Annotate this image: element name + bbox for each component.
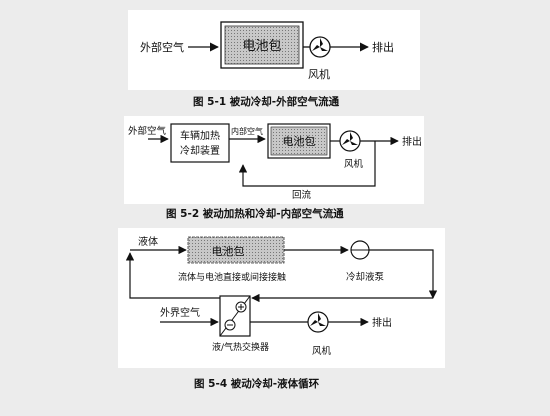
fig2-output-label: 排出 bbox=[402, 135, 422, 148]
fig1-output-label: 排出 bbox=[372, 40, 394, 54]
fig3-fan-label: 风机 bbox=[312, 345, 332, 357]
fig2-return-arrow bbox=[238, 141, 376, 187]
fig3-heat-exchanger bbox=[219, 295, 251, 337]
fig3-caption: 图 5-4 被动冷却-液体循环 bbox=[194, 377, 320, 390]
fig1-battery-pack: 电池包 bbox=[220, 21, 304, 69]
fig2-return-label: 回流 bbox=[292, 189, 312, 201]
fig3-pump-icon bbox=[350, 240, 370, 260]
fig2-fan-icon bbox=[339, 130, 361, 152]
fig2-internal-air-label: 内部空气 bbox=[231, 126, 263, 136]
fig3-battery-label: 电池包 bbox=[212, 245, 245, 258]
fig3-output-label: 排出 bbox=[372, 316, 392, 329]
fig3-liquid-label: 液体 bbox=[138, 235, 158, 248]
fig3-outside-air-label: 外界空气 bbox=[160, 306, 200, 319]
figure-5-2: 外部空气 车辆加热 冷却装置 内部空气 电池包 风机 排出 回流 图 5-2 被… bbox=[128, 123, 422, 220]
fig1-caption: 图 5-1 被动冷却-外部空气流通 bbox=[193, 95, 340, 108]
fig2-heater-line2: 冷却装置 bbox=[180, 144, 220, 157]
fig2-heater-cooler-box: 车辆加热 冷却装置 bbox=[170, 123, 230, 163]
fig1-fan-icon bbox=[309, 36, 331, 58]
fig2-input-label: 外部空气 bbox=[128, 125, 167, 137]
fig2-battery-pack: 电池包 bbox=[267, 123, 331, 159]
fig3-exchanger-label: 液/气热交换器 bbox=[212, 341, 269, 353]
fig2-heater-line1: 车辆加热 bbox=[180, 129, 220, 142]
fig2-caption: 图 5-2 被动加热和冷却-内部空气流通 bbox=[166, 207, 344, 220]
fig3-return-up-arrow bbox=[125, 252, 220, 299]
fig1-battery-label: 电池包 bbox=[242, 39, 281, 54]
figure-5-1: 外部空气 电池包 风机 排出 图 5-1 被动冷却-外部空气流通 bbox=[140, 21, 394, 108]
figure-5-4: 液体 电池包 流体与电池直接或间接接触 冷却液泵 bbox=[125, 235, 438, 390]
fig3-pump-label: 冷却液泵 bbox=[346, 271, 385, 283]
fig2-battery-label: 电池包 bbox=[283, 135, 316, 148]
fig1-input-label: 外部空气 bbox=[140, 40, 184, 54]
fig2-fan-label: 风机 bbox=[344, 158, 364, 170]
fig3-contact-label: 流体与电池直接或间接接触 bbox=[178, 271, 286, 283]
fig3-right-down-arrow bbox=[369, 249, 438, 299]
fig3-fan-icon bbox=[307, 311, 329, 333]
fig3-battery-pack: 电池包 bbox=[187, 236, 285, 264]
fig1-fan-label: 风机 bbox=[308, 67, 330, 81]
